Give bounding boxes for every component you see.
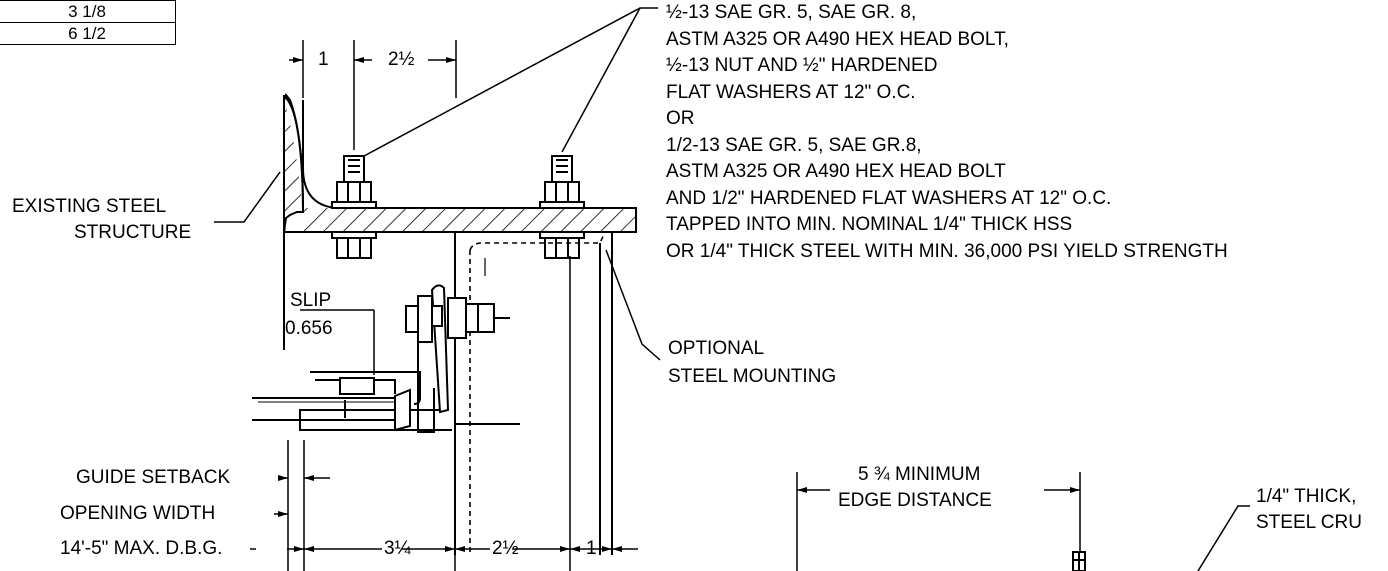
optional-steel-mounting [454,231,606,555]
dim-top-right: 2½ [388,49,415,70]
edge-distance-label: 5 ¾ MINIMUM [858,464,981,485]
note-line: AND 1/2" HARDENED FLAT WASHERS AT 12" O.… [666,187,1112,209]
dimension-table: 3 1/8 6 1/2 [0,0,176,45]
note-line: OR [666,108,695,129]
note-line: 1/2-13 SAE GR. 5, SAE GR.8, [666,134,922,156]
table-cell: 6 1/2 [0,22,176,45]
bolt-left [331,155,377,259]
edge-distance-label-2: EDGE DISTANCE [838,490,992,511]
existing-steel-label: EXISTING STEEL [12,196,167,217]
steel-plate-label: 1/4" THICK, [1256,486,1357,507]
guide-setback-label: GUIDE SETBACK [76,467,231,488]
table-row: 6 1/2 [0,22,176,45]
optional-mounting-label: OPTIONAL [668,338,765,359]
note-line: ASTM A325 OR A490 HEX HEAD BOLT [666,161,1006,182]
dim-top-left: 1 [318,49,329,70]
dim-bottom-b: 2½ [492,538,519,559]
optional-mounting-label-2: STEEL MOUNTING [668,366,837,387]
note-line: FLAT WASHERS AT 12" O.C. [666,81,916,103]
slip-value: 0.656 [285,318,333,339]
note-line: ½-13 NUT AND ½" HARDENED [666,55,938,76]
note-line: ½-13 SAE GR. 5, SAE GR. 8, [666,2,917,23]
note-line: OR 1/4" THICK STEEL WITH MIN. 36,000 PSI… [666,240,1228,262]
note-line: ASTM A325 OR A490 HEX HEAD BOLT, [666,28,1009,50]
steel-plate-label-2: STEEL CRU [1256,512,1362,533]
existing-steel-label-2: STRUCTURE [74,222,192,243]
opening-width-label: OPENING WIDTH [60,503,216,524]
note-line: TAPPED INTO MIN. NOMINAL 1/4" THICK HSS [666,214,1073,235]
bolt-right [539,155,585,259]
slip-label: SLIP [290,290,332,311]
dbg-label: 14'-5" MAX. D.B.G. [60,538,223,559]
dim-bottom-c: 1 [586,538,597,559]
dim-bottom-a: 3¼ [384,538,411,559]
guide-assembly [299,284,520,433]
bolt-note: ½-13 SAE GR. 5, SAE GR. 8, ASTM A325 OR … [666,0,1228,265]
